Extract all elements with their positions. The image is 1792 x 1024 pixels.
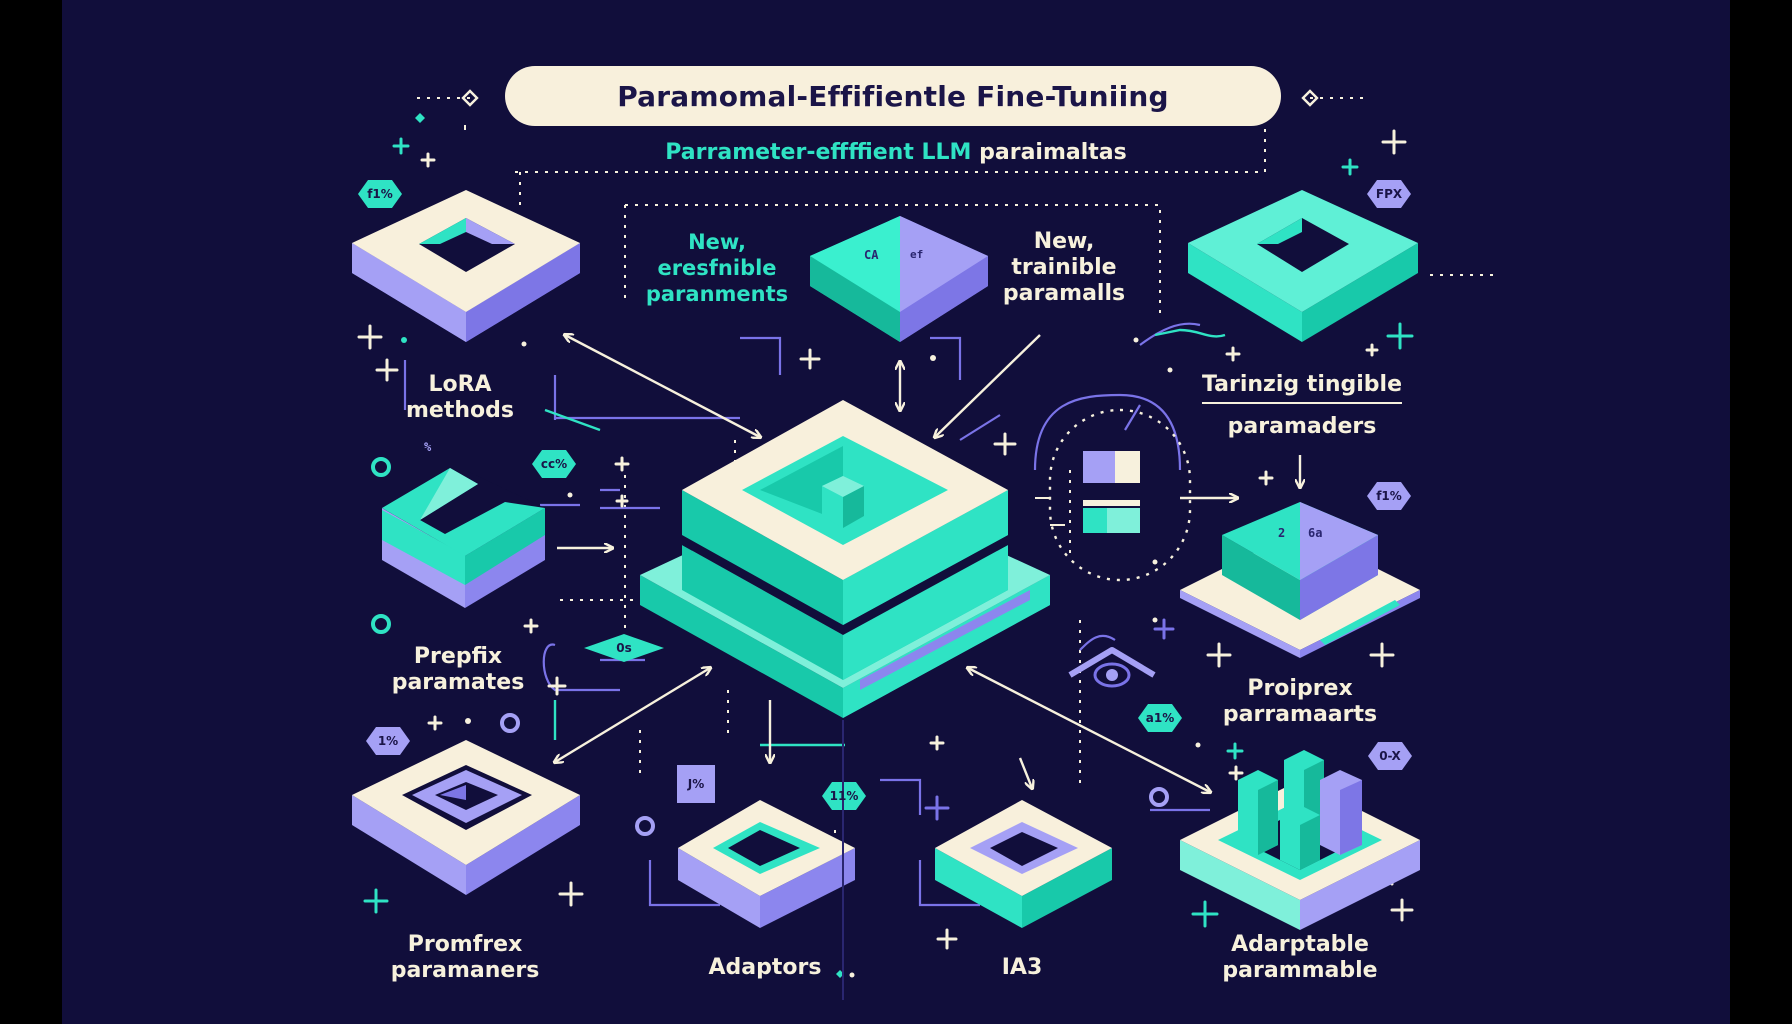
node-label-promfrex: Promfrex paramaners — [391, 932, 540, 984]
subtitle: Parrameter-effffient LLM paraimaltas — [665, 140, 1126, 165]
badge-text: FPX — [1375, 187, 1403, 201]
node-label-tarinzig: Tarinzig tingible paramaders — [1201, 372, 1403, 440]
badge-text: a1% — [1145, 711, 1175, 725]
label-line: parammable — [1222, 958, 1378, 983]
right-block-text-left: 2 — [1278, 526, 1286, 540]
top-block-text-left: CA — [864, 248, 879, 262]
ring-icons — [371, 457, 1169, 836]
badge-text: J% — [687, 777, 705, 791]
label-line: LoRA — [428, 372, 492, 397]
block-top-center — [810, 216, 988, 342]
block-left-middle — [382, 468, 545, 608]
eye-icon — [1068, 647, 1156, 688]
block-top-right — [1188, 190, 1418, 342]
badge-b4: 1% — [367, 726, 409, 756]
new-params-right-label: New, trainible paramalls — [1003, 229, 1125, 307]
block-right-middle — [1180, 502, 1420, 658]
label-line: parramaarts — [1222, 702, 1378, 727]
badge-text: f1% — [367, 187, 393, 201]
block-adaptors — [678, 800, 855, 928]
main-center-stack — [640, 400, 1050, 718]
label-line: trainible — [1011, 255, 1117, 280]
node-label-proiprex: Proiprex parramaarts — [1223, 676, 1377, 728]
label-line: Proiprex — [1247, 676, 1353, 701]
label-line: Adarptable — [1231, 932, 1369, 957]
arrows — [555, 335, 1300, 792]
label-line: paranments — [645, 282, 789, 306]
label-line: Prepfix — [413, 644, 503, 669]
label-line: eresfnible — [657, 256, 777, 280]
title-banner: Paramomal-Effifientle Fine-Tuniing — [505, 66, 1281, 126]
badge-text: 11% — [829, 789, 859, 803]
badge-text: f1% — [1376, 489, 1402, 503]
top-block-text-right: ef — [910, 248, 924, 261]
badge-b3: 0s — [603, 633, 645, 663]
node-label-prefix: Prepfix paramates — [392, 644, 525, 696]
badge-b8: f1% — [1368, 481, 1410, 511]
badge-b6: 11% — [823, 781, 865, 811]
subtitle-part3: paraimaltas — [979, 140, 1127, 165]
block-ia3 — [935, 800, 1112, 928]
right-block-text-right: 6a — [1308, 526, 1323, 540]
badge-b5: J% — [675, 769, 717, 799]
subtitle-part2: LLM — [921, 140, 972, 165]
small-percent-mark: % — [424, 440, 432, 454]
new-params-left-label: New, eresfnible paranments — [646, 229, 788, 307]
label-line: Promfrex — [407, 932, 523, 957]
dot-marks — [401, 337, 1201, 978]
label-line: Tarinzig tingible — [1201, 372, 1403, 404]
label-line: New, — [688, 230, 746, 254]
badge-b10: 0-X — [1369, 741, 1411, 771]
badge-b2: cc% — [533, 449, 575, 479]
node-label-adarptable: Adarptable parammable — [1222, 932, 1377, 984]
badge-text: cc% — [540, 457, 568, 471]
node-label-lora: LoRA methods — [406, 372, 514, 424]
plus-icons — [357, 129, 1414, 950]
node-label-adaptors: Adaptors — [708, 955, 822, 980]
badge-text: 0-X — [1379, 749, 1401, 763]
label-line: paramaners — [390, 958, 540, 983]
subtitle-part1: Parrameter-effffient — [665, 140, 914, 165]
label-line: New, — [1033, 229, 1095, 254]
badge-text: 0s — [616, 641, 632, 655]
page-title: Paramomal-Effifientle Fine-Tuniing — [617, 79, 1169, 113]
badge-b1: f1% — [359, 179, 401, 209]
label-line: methods — [406, 398, 514, 423]
label-line: paramalls — [1002, 281, 1126, 306]
solid-connectors — [403, 322, 1210, 907]
label-line: paramaders — [1227, 414, 1377, 439]
node-label-ia3: IA3 — [1001, 955, 1043, 980]
block-bottom-left — [352, 740, 580, 895]
label-line: paramates — [391, 670, 525, 695]
badge-text: 1% — [377, 734, 399, 748]
badge-shapes — [358, 180, 1412, 810]
badge-b7: FPX — [1368, 179, 1410, 209]
block-top-left — [352, 190, 580, 342]
center-switch-device — [1048, 408, 1192, 582]
block-bottom-right — [1180, 750, 1420, 930]
badge-b9: a1% — [1139, 703, 1181, 733]
